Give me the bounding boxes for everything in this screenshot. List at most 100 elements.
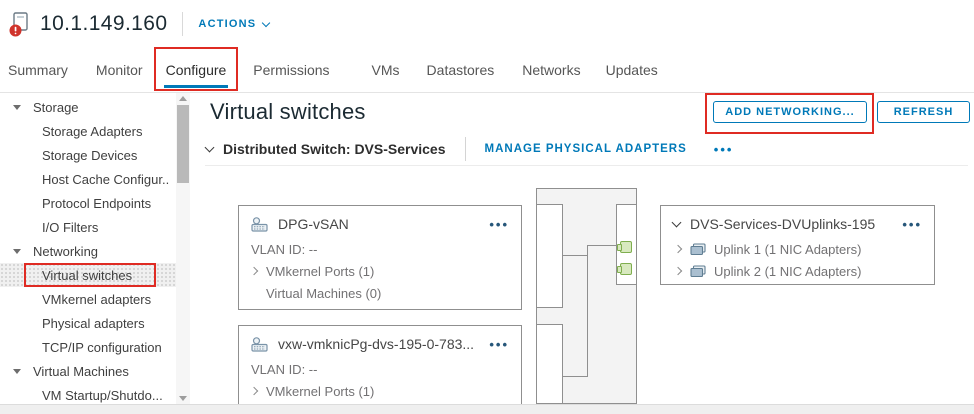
sidebar-item-storage-adapters[interactable]: Storage Adapters: [0, 119, 176, 143]
configure-sidebar: Storage Storage Adapters Storage Devices…: [0, 93, 200, 404]
connector-line: [563, 255, 587, 256]
host-ip-title: 10.1.149.160: [40, 12, 168, 35]
uplink-port-icon: [617, 263, 632, 275]
tab-label: Summary: [8, 62, 68, 78]
collapse-chevron-icon[interactable]: [204, 142, 215, 153]
vmkernel-ports-label: VMkernel Ports (1): [266, 383, 375, 399]
manage-physical-adapters-link[interactable]: MANAGE PHYSICAL ADAPTERS: [484, 143, 687, 155]
section-more-actions-icon[interactable]: •••: [713, 141, 734, 157]
tab-label: Networks: [522, 62, 581, 78]
actions-label: ACTIONS: [198, 18, 257, 30]
tab-vms[interactable]: VMs: [370, 48, 402, 92]
sidebar-item-label: Storage Adapters: [42, 123, 143, 139]
vlan-id-label: VLAN ID: --: [251, 361, 318, 377]
tab-updates[interactable]: Updates: [604, 48, 660, 92]
card-more-actions-icon[interactable]: •••: [489, 216, 509, 232]
actions-menu-button[interactable]: ACTIONS: [198, 18, 271, 30]
tab-networks[interactable]: Networks: [520, 48, 582, 92]
sidebar-item-storage-devices[interactable]: Storage Devices: [0, 143, 176, 167]
uplink-row-2[interactable]: Uplink 2 (1 NIC Adapters): [661, 262, 934, 280]
sidebar-group-networking[interactable]: Networking: [0, 239, 176, 263]
sidebar-item-vmkernel-adapters[interactable]: VMkernel adapters: [0, 287, 176, 311]
tab-label: Monitor: [95, 62, 143, 78]
add-networking-button[interactable]: ADD NETWORKING...: [713, 101, 867, 123]
triangle-down-icon: [13, 104, 21, 110]
uplinks-card: DVS-Services-DVUplinks-195 ••• Uplink 1 …: [660, 205, 935, 285]
scroll-up-arrow-icon[interactable]: [179, 96, 187, 101]
port-group-name[interactable]: DPG-vSAN: [278, 216, 349, 232]
connector-line: [563, 376, 587, 377]
port-group-icon: [251, 336, 268, 352]
connector-line: [588, 245, 616, 246]
sidebar-group-storage[interactable]: Storage: [0, 95, 176, 119]
chevron-right-icon: [249, 386, 259, 396]
sidebar-group-label: Virtual Machines: [33, 363, 129, 379]
refresh-button[interactable]: REFRESH: [877, 101, 970, 123]
section-divider: [464, 137, 466, 161]
vmkernel-ports-toggle[interactable]: VMkernel Ports (1): [239, 262, 521, 280]
tab-label: Updates: [605, 62, 658, 78]
tab-label: Permissions: [253, 62, 330, 78]
tab-label: Datastores: [426, 62, 495, 78]
host-icon: [9, 11, 31, 37]
chevron-right-icon: [673, 244, 683, 254]
sidebar-item-virtual-switches[interactable]: Virtual switches: [0, 263, 176, 287]
sidebar-scrollbar-track[interactable]: [176, 93, 190, 404]
sidebar-group-label: Storage: [33, 99, 79, 115]
object-header: 10.1.149.160 ACTIONS: [0, 0, 974, 48]
vmkernel-ports-toggle[interactable]: VMkernel Ports (1): [239, 382, 521, 400]
horizontal-scrollbar[interactable]: [0, 404, 974, 414]
triangle-down-icon: [13, 368, 21, 374]
tab-datastores[interactable]: Datastores: [425, 48, 497, 92]
connector-line: [587, 245, 588, 377]
sidebar-list: Storage Storage Adapters Storage Devices…: [0, 95, 176, 407]
sidebar-item-vm-startup-shutdown[interactable]: VM Startup/Shutdo...: [0, 383, 176, 407]
sidebar-item-label: Physical adapters: [42, 315, 145, 331]
page-title: Virtual switches: [210, 99, 366, 124]
distributed-switch-section-header: Distributed Switch: DVS-Services MANAGE …: [204, 136, 734, 162]
sidebar-item-tcpip-configuration[interactable]: TCP/IP configuration: [0, 335, 176, 359]
uplinks-group-name[interactable]: DVS-Services-DVUplinks-195: [690, 216, 876, 232]
vmkernel-ports-label: VMkernel Ports (1): [266, 263, 375, 279]
object-tabbar: Summary Monitor Configure Permissions VM…: [0, 47, 974, 93]
uplink-label: Uplink 2 (1 NIC Adapters): [714, 263, 862, 279]
tab-monitor[interactable]: Monitor: [94, 48, 145, 92]
chevron-right-icon: [673, 266, 683, 276]
tab-summary[interactable]: Summary: [6, 48, 70, 92]
chevron-right-icon: [249, 266, 259, 276]
sidebar-item-label: I/O Filters: [42, 219, 99, 235]
sidebar-group-label: Networking: [33, 243, 99, 259]
sidebar-group-virtual-machines[interactable]: Virtual Machines: [0, 359, 176, 383]
port-group-icon: [251, 216, 268, 232]
section-title: Distributed Switch: DVS-Services: [223, 141, 446, 157]
card-more-actions-icon[interactable]: •••: [902, 216, 922, 232]
tab-permissions[interactable]: Permissions: [251, 48, 331, 92]
sidebar-scrollbar-thumb[interactable]: [177, 105, 189, 183]
port-group-card-vxw-vmknicpg: vxw-vmknicPg-dvs-195-0-783... ••• VLAN I…: [238, 325, 522, 404]
tab-label: VMs: [371, 62, 400, 78]
port-group-name[interactable]: vxw-vmknicPg-dvs-195-0-783...: [278, 336, 475, 352]
triangle-down-icon: [13, 248, 21, 254]
chevron-down-icon: [262, 18, 271, 27]
collapse-chevron-icon[interactable]: [671, 217, 682, 228]
scroll-down-arrow-icon[interactable]: [179, 396, 187, 401]
sidebar-item-protocol-endpoints[interactable]: Protocol Endpoints: [0, 191, 176, 215]
sidebar-item-label: VMkernel adapters: [42, 291, 152, 307]
sidebar-item-host-cache-configuration[interactable]: Host Cache Configur..: [0, 167, 176, 191]
uplink-row-1[interactable]: Uplink 1 (1 NIC Adapters): [661, 240, 934, 258]
sidebar-item-label: Storage Devices: [42, 147, 138, 163]
uplink-adapter-icon: [690, 264, 706, 278]
sidebar-item-physical-adapters[interactable]: Physical adapters: [0, 311, 176, 335]
uplink-port-icon: [617, 241, 632, 253]
tab-configure[interactable]: Configure: [153, 47, 239, 92]
sidebar-item-label: Virtual switches: [42, 267, 133, 283]
uplink-adapter-icon: [690, 242, 706, 256]
tab-label: Configure: [165, 62, 227, 78]
sidebar-item-io-filters[interactable]: I/O Filters: [0, 215, 176, 239]
port-connector-box-2: [536, 324, 563, 404]
header-divider: [182, 12, 184, 36]
virtual-machines-label: Virtual Machines (0): [266, 285, 382, 301]
card-more-actions-icon[interactable]: •••: [489, 336, 509, 352]
vlan-id-label: VLAN ID: --: [251, 241, 318, 257]
